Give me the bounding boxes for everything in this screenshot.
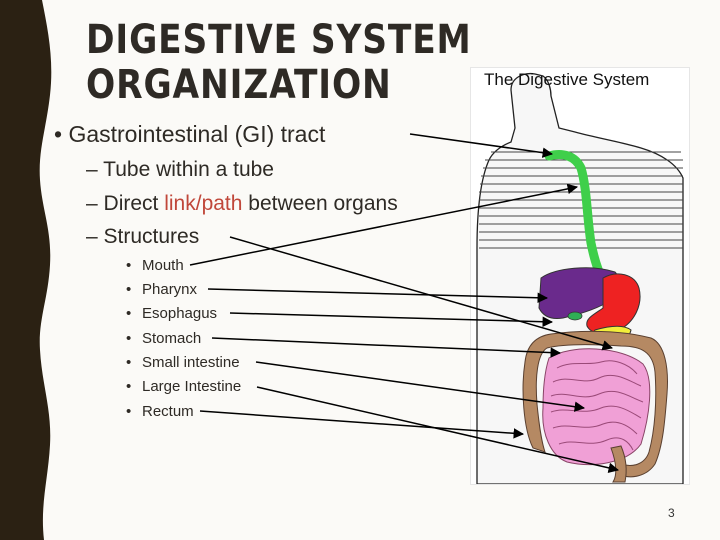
structure-item-mouth: •Mouth xyxy=(126,257,184,274)
sub-item-1: – Tube within a tube xyxy=(86,158,274,182)
structure-item-rectum: •Rectum xyxy=(126,403,194,420)
structure-label: Pharynx xyxy=(142,281,198,298)
arrow-small-intestine xyxy=(255,361,586,412)
structure-label: Stomach xyxy=(142,330,202,347)
structure-item-small-intestine: •Small intestine xyxy=(126,354,240,371)
sub-item-3: – Structures xyxy=(86,225,199,249)
arrow-gi-tract xyxy=(409,133,554,158)
sub-item-suffix: between organs xyxy=(242,192,398,215)
sub-item-2: – Direct link/path between organs xyxy=(86,192,398,216)
arrow-pharynx xyxy=(207,288,549,303)
structure-label: Mouth xyxy=(142,257,184,274)
bullet-main: • Gastrointestinal (GI) tract xyxy=(54,121,326,147)
figure-title: The Digestive System xyxy=(484,70,650,89)
structure-label: Esophagus xyxy=(142,305,218,322)
digestive-system-diagram xyxy=(476,72,684,485)
sub-item-dash: – xyxy=(86,192,98,215)
slide-title: DIGESTIVE SYSTEM ORGANIZATION xyxy=(86,17,472,108)
title-line-2: ORGANIZATION xyxy=(86,62,392,108)
bullet-main-text: Gastrointestinal (GI) tract xyxy=(68,121,326,147)
structure-item-esophagus: •Esophagus xyxy=(126,305,218,322)
sub-item-dash: – xyxy=(86,225,98,248)
structure-label: Rectum xyxy=(142,403,194,420)
highlight-link-path: link/path xyxy=(164,192,243,215)
structure-item-pharynx: •Pharynx xyxy=(126,281,198,298)
sub-item-dash: – xyxy=(86,158,98,181)
structure-label: Large Intestine xyxy=(142,378,242,395)
title-line-1: DIGESTIVE SYSTEM xyxy=(86,17,472,63)
left-decorative-band xyxy=(0,0,52,540)
structure-item-large-intestine: •Large Intestine xyxy=(126,378,242,395)
arrow-mouth xyxy=(189,183,579,266)
sub-item-text: Structures xyxy=(103,225,200,248)
sub-item-text: Tube within a tube xyxy=(103,158,274,181)
page-number: 3 xyxy=(668,506,675,520)
digestive-system-figure xyxy=(470,67,690,485)
arrow-esophagus xyxy=(229,312,554,327)
arrow-stomach xyxy=(211,337,562,358)
arrow-rectum xyxy=(199,410,525,439)
structure-label: Small intestine xyxy=(142,354,240,371)
arrow-structures xyxy=(229,236,614,351)
structure-item-stomach: •Stomach xyxy=(126,330,202,347)
sub-item-prefix: Direct xyxy=(103,192,165,215)
